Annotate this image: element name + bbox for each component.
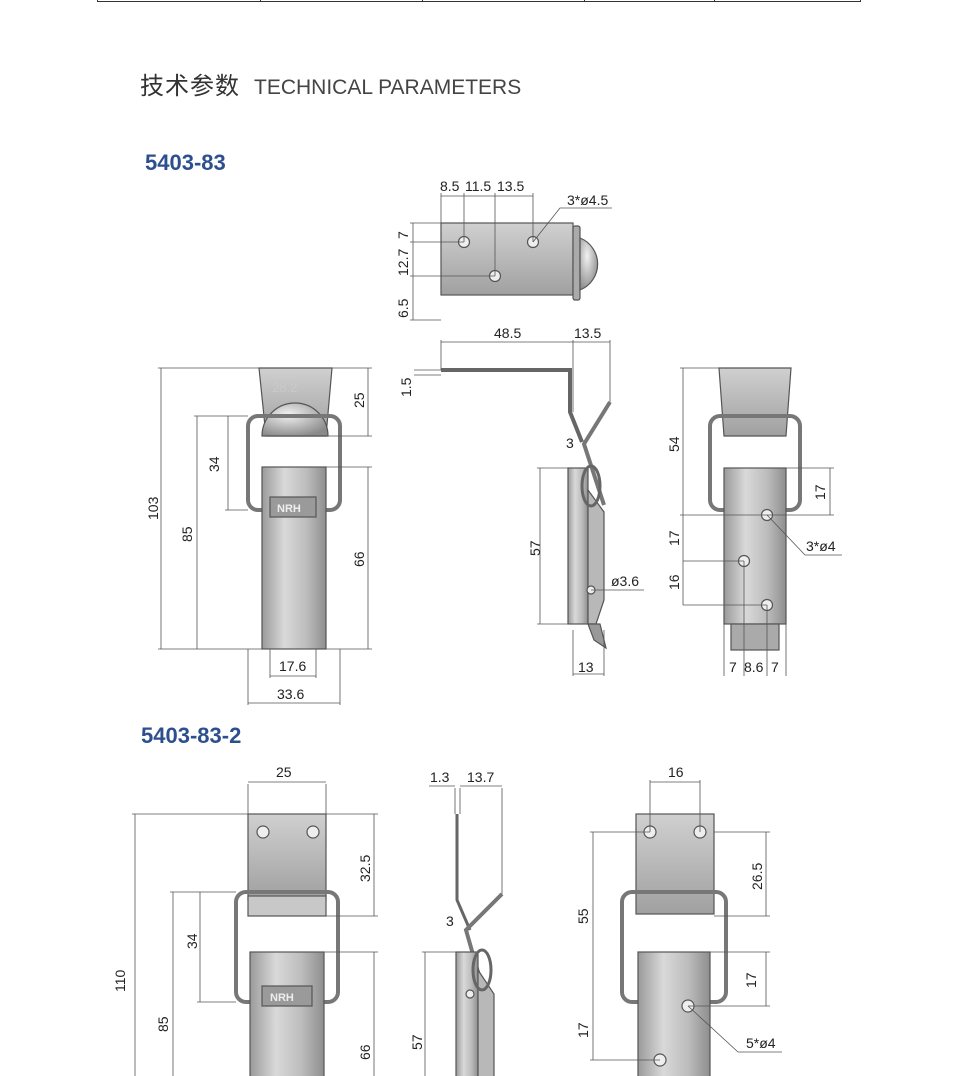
b-side-dim-1-3: 1.3 — [430, 769, 450, 785]
a-side-hole-dim: ø3.6 — [611, 573, 639, 589]
b-right-dim-26-5: 26.5 — [749, 863, 765, 890]
a-right-dim-16: 16 — [666, 574, 682, 590]
b-front-logo: NRH — [270, 992, 294, 1004]
b-right-dim-17a: 17 — [743, 972, 759, 988]
a-top-plate — [440, 222, 574, 296]
a-side-dim-13-5: 13.5 — [574, 325, 601, 341]
a-front-logo: NRH — [277, 503, 301, 515]
table-divider — [584, 0, 585, 1]
a-front-dim-25: 25 — [351, 392, 367, 408]
a-top-dim-11-5: 11.5 — [465, 178, 491, 194]
a-top-dim-12-7: 12.7 — [395, 249, 411, 276]
b-hole — [306, 825, 320, 839]
a-side-dim-48-5: 48.5 — [494, 325, 521, 341]
a-front-dim-103: 103 — [145, 496, 161, 520]
table-divider — [260, 0, 261, 1]
b-right-dim-16: 16 — [668, 764, 684, 780]
a-top-view — [410, 193, 612, 321]
b-side-angle: 3 — [446, 913, 454, 929]
a-front-view: 28.2 NRH — [158, 367, 372, 705]
a-side-dim-1-5: 1.5 — [398, 377, 414, 397]
a-top-dim-13-5: 13.5 — [497, 178, 524, 194]
a-right-dim-7a: 7 — [729, 659, 737, 675]
b-hole — [256, 825, 270, 839]
b-front-dim-25: 25 — [276, 764, 292, 780]
table-divider — [714, 0, 715, 1]
a-side-angle: 3 — [566, 435, 574, 451]
b-side-dim-13-7: 13.7 — [467, 769, 494, 785]
a-side-dim-57: 57 — [527, 540, 543, 556]
a-side-body — [567, 467, 589, 625]
a-front-dim-33-6: 33.6 — [277, 686, 304, 702]
a-front-watermark: 28.2 — [272, 380, 297, 395]
b-right-body — [637, 951, 711, 1076]
a-front-dim-66: 66 — [351, 551, 367, 567]
b-front-dim-110: 110 — [112, 969, 128, 992]
a-right-dim-17a: 17 — [812, 484, 828, 500]
a-front-dim-85: 85 — [179, 526, 195, 542]
b-side-body — [455, 951, 479, 1076]
a-top-holes: 3*ø4.5 — [567, 192, 608, 208]
b-side-view — [422, 785, 504, 1076]
a-right-dim-17b: 17 — [666, 530, 682, 546]
table-divider — [422, 0, 423, 1]
a-right-view — [680, 367, 842, 676]
heading-en: TECHNICAL PARAMETERS — [254, 76, 522, 99]
b-front-dim-34: 34 — [184, 933, 200, 949]
b-front-dim-32-5: 32.5 — [357, 855, 373, 882]
b-side-hole — [465, 989, 475, 999]
section-heading: 技术参数 TECHNICAL PARAMETERS — [140, 66, 521, 101]
a-right-body — [723, 467, 787, 625]
spec-table-bottom-edge — [97, 0, 861, 2]
b-right-dim-17b: 17 — [575, 1022, 591, 1038]
b-front-body — [249, 951, 325, 1076]
b-front-dim-85: 85 — [155, 1016, 171, 1032]
a-top-flange — [572, 225, 581, 301]
a-right-tab — [718, 367, 792, 437]
a-side-dim-13: 13 — [578, 659, 594, 675]
a-top-dim-7: 7 — [395, 231, 411, 239]
b-right-view — [590, 780, 782, 1076]
b-front-view: NRH — [132, 781, 378, 1076]
a-right-dim-54: 54 — [666, 436, 682, 452]
a-right-dim-8-6: 8.6 — [744, 659, 764, 675]
a-front-dim-34: 34 — [206, 456, 222, 472]
a-front-body — [261, 466, 327, 650]
b-right-dim-55: 55 — [575, 908, 591, 924]
a-front-dim-17-6: 17.6 — [279, 658, 306, 674]
b-front-dim-66: 66 — [357, 1044, 373, 1060]
b-right-holes: 5*ø4 — [746, 1035, 776, 1051]
heading-cn: 技术参数 — [140, 73, 240, 100]
a-right-dim-7b: 7 — [771, 659, 779, 675]
a-right-holes: 3*ø4 — [806, 538, 836, 554]
b-side-dim-57: 57 — [409, 1034, 425, 1050]
a-dome — [579, 237, 599, 291]
a-top-dim-8-5: 8.5 — [440, 178, 460, 194]
a-top-dim-6-5: 6.5 — [395, 298, 411, 318]
model-title-a: 5403-83 — [145, 150, 226, 175]
a-side-view — [414, 340, 644, 676]
model-title-b: 5403-83-2 — [141, 723, 242, 748]
